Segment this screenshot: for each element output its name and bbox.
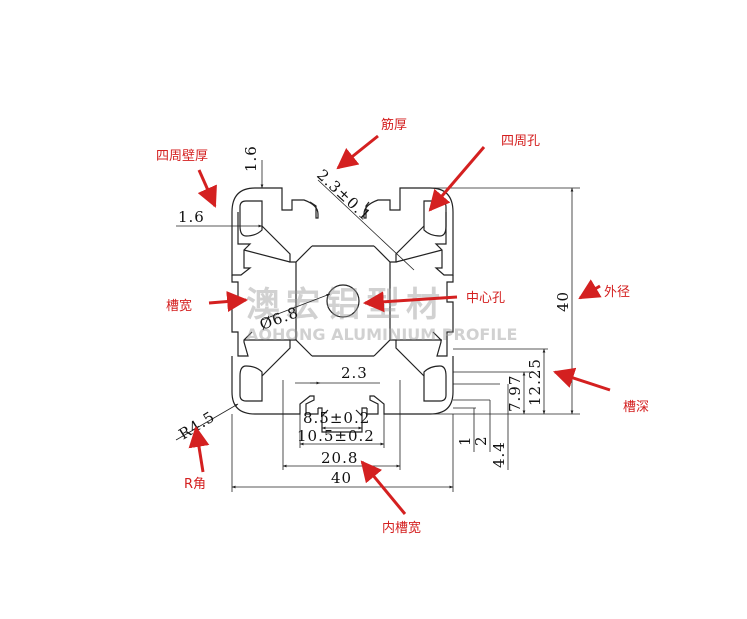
arrow-slot-depth	[553, 367, 611, 392]
label-r-corner: R角	[184, 477, 206, 492]
corner-hole-br	[423, 365, 447, 402]
watermark-cn: 澳宏铝型材	[246, 285, 446, 325]
dimension-lines	[175, 160, 580, 492]
dim-2: 2	[472, 435, 490, 446]
label-slot-width: 槽宽	[166, 298, 192, 314]
profile-outline	[231, 187, 454, 433]
arrow-outer	[578, 279, 602, 300]
arrow-center-hole	[362, 291, 458, 313]
arrow-r-corner	[188, 425, 210, 473]
callout-arrows	[188, 134, 611, 515]
dim-wall-h: 1.6	[178, 208, 205, 226]
arrow-wall	[197, 169, 217, 208]
watermark-en: AOHONG ALUMINIUM PROFILE	[246, 325, 517, 344]
dim-12-25: 12.25	[526, 358, 544, 406]
dim-4-4: 4.4	[490, 441, 508, 468]
arrow-inner-slot	[360, 460, 407, 515]
label-slot-depth: 槽深	[623, 400, 649, 415]
label-corner-holes: 四周孔	[501, 134, 540, 149]
arrow-holes	[428, 146, 486, 212]
label-center-hole: 中心孔	[466, 291, 505, 306]
dim-slot-10-5: 10.5±0.2	[297, 427, 375, 445]
label-rib-thickness: 筋厚	[381, 117, 407, 133]
corner-hole-bl	[239, 365, 263, 402]
outer-contour	[255, 187, 454, 276]
label-outer-size: 外径	[604, 285, 630, 300]
corner-hole-tl	[239, 200, 263, 237]
dim-slot-20-8: 20.8	[321, 449, 358, 467]
dim-7-97: 7.97	[506, 375, 524, 412]
arrow-slot-width	[208, 291, 249, 312]
center-hole	[326, 284, 360, 318]
dim-side-40: 40	[554, 291, 572, 312]
label-inner-slot-width: 内槽宽	[382, 520, 421, 536]
inner-web	[243, 225, 443, 377]
dim-bottom-40: 40	[331, 469, 352, 487]
arrow-rib	[336, 134, 379, 170]
dim-rib: 2.3±0.1	[313, 166, 374, 225]
dim-1: 1	[456, 435, 474, 446]
dim-lip: 2.3	[341, 364, 368, 382]
label-wall-thickness: 四周壁厚	[156, 149, 208, 164]
dim-wall-v: 1.6	[242, 145, 260, 172]
dim-slot-8-5: 8.5±0.2	[303, 409, 370, 427]
